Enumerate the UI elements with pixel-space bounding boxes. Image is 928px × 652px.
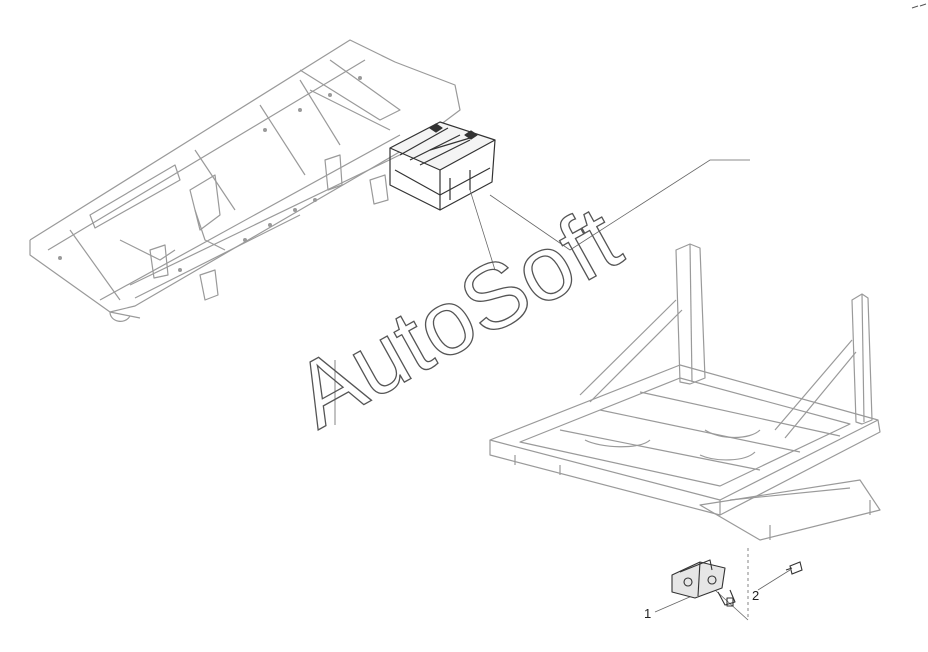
switch-assembly: [671, 559, 736, 607]
leader-lines: [334, 159, 791, 621]
corner-mark: [911, 3, 927, 9]
callout-1: 1: [644, 606, 651, 621]
battery-tray: [489, 243, 881, 541]
callout-2: 2: [752, 588, 759, 603]
bolt: [785, 561, 803, 575]
chassis-holes: [58, 76, 362, 272]
battery: [389, 121, 496, 211]
chassis-frame: [29, 39, 461, 322]
watermark: AutoSoft: [278, 187, 636, 447]
